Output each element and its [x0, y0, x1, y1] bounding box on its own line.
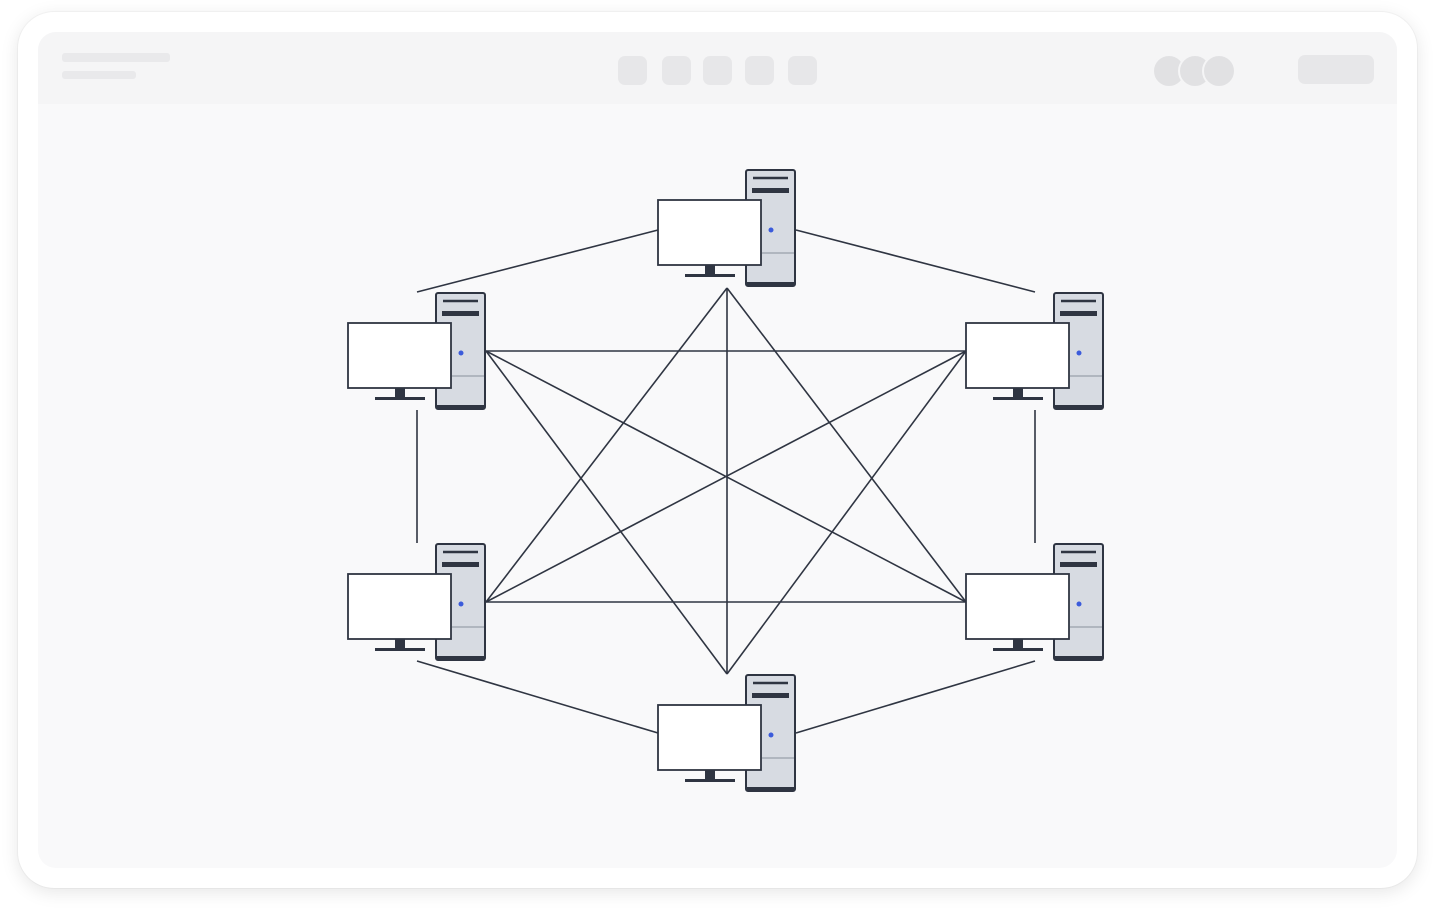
toolbar-button-2[interactable]: [662, 56, 691, 85]
top-bar: [38, 32, 1397, 104]
pc-lower-left-computer-icon: [346, 542, 487, 662]
connection-line: [485, 350, 728, 675]
connection-line: [416, 229, 659, 293]
pc-lower-right-computer-icon: [964, 542, 1105, 662]
pc-top-computer-icon: [656, 168, 797, 288]
edges-layer: [416, 229, 1036, 734]
title-placeholder: [62, 53, 170, 62]
toolbar-button-1[interactable]: [618, 56, 647, 85]
pc-bottom-computer-icon: [656, 673, 797, 793]
toolbar-button-5[interactable]: [788, 56, 817, 85]
connection-line: [485, 287, 728, 603]
connection-line: [795, 229, 1036, 293]
toolbar-button-4[interactable]: [745, 56, 774, 85]
pc-upper-left-computer-icon: [346, 291, 487, 411]
action-button[interactable]: [1298, 55, 1374, 84]
toolbar-button-3[interactable]: [703, 56, 732, 85]
nodes-layer: [346, 168, 1105, 793]
connection-line: [726, 287, 967, 603]
pc-upper-right-computer-icon: [964, 291, 1105, 411]
connection-line: [485, 350, 967, 603]
connection-line: [416, 660, 659, 734]
connection-line: [795, 660, 1036, 734]
connection-line: [726, 350, 967, 675]
avatar[interactable]: [1202, 54, 1236, 88]
subtitle-placeholder: [62, 71, 136, 79]
